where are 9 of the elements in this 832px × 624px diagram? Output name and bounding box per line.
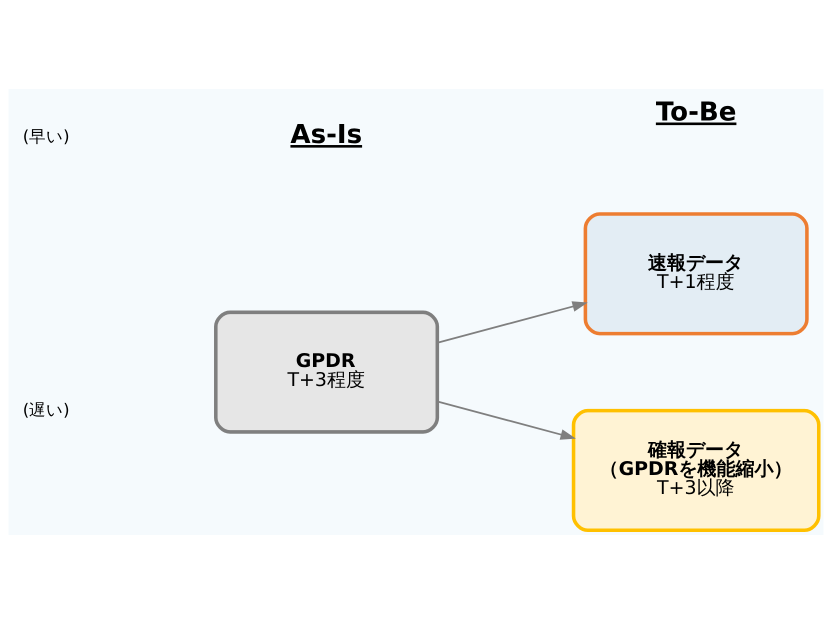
label: To-Be bbox=[656, 98, 736, 128]
node-box: GPDR T+3程度 bbox=[214, 310, 440, 434]
label: (遅い) bbox=[22, 400, 70, 420]
label: As-Is bbox=[290, 120, 362, 150]
arrow bbox=[437, 400, 576, 440]
label: (早い) bbox=[22, 126, 70, 146]
arrow bbox=[437, 301, 588, 344]
node-box: 速報データ T+1程度 bbox=[584, 212, 809, 336]
node-box: 確報データ （GPDRを機能縮小） T+3以降 bbox=[572, 408, 821, 532]
